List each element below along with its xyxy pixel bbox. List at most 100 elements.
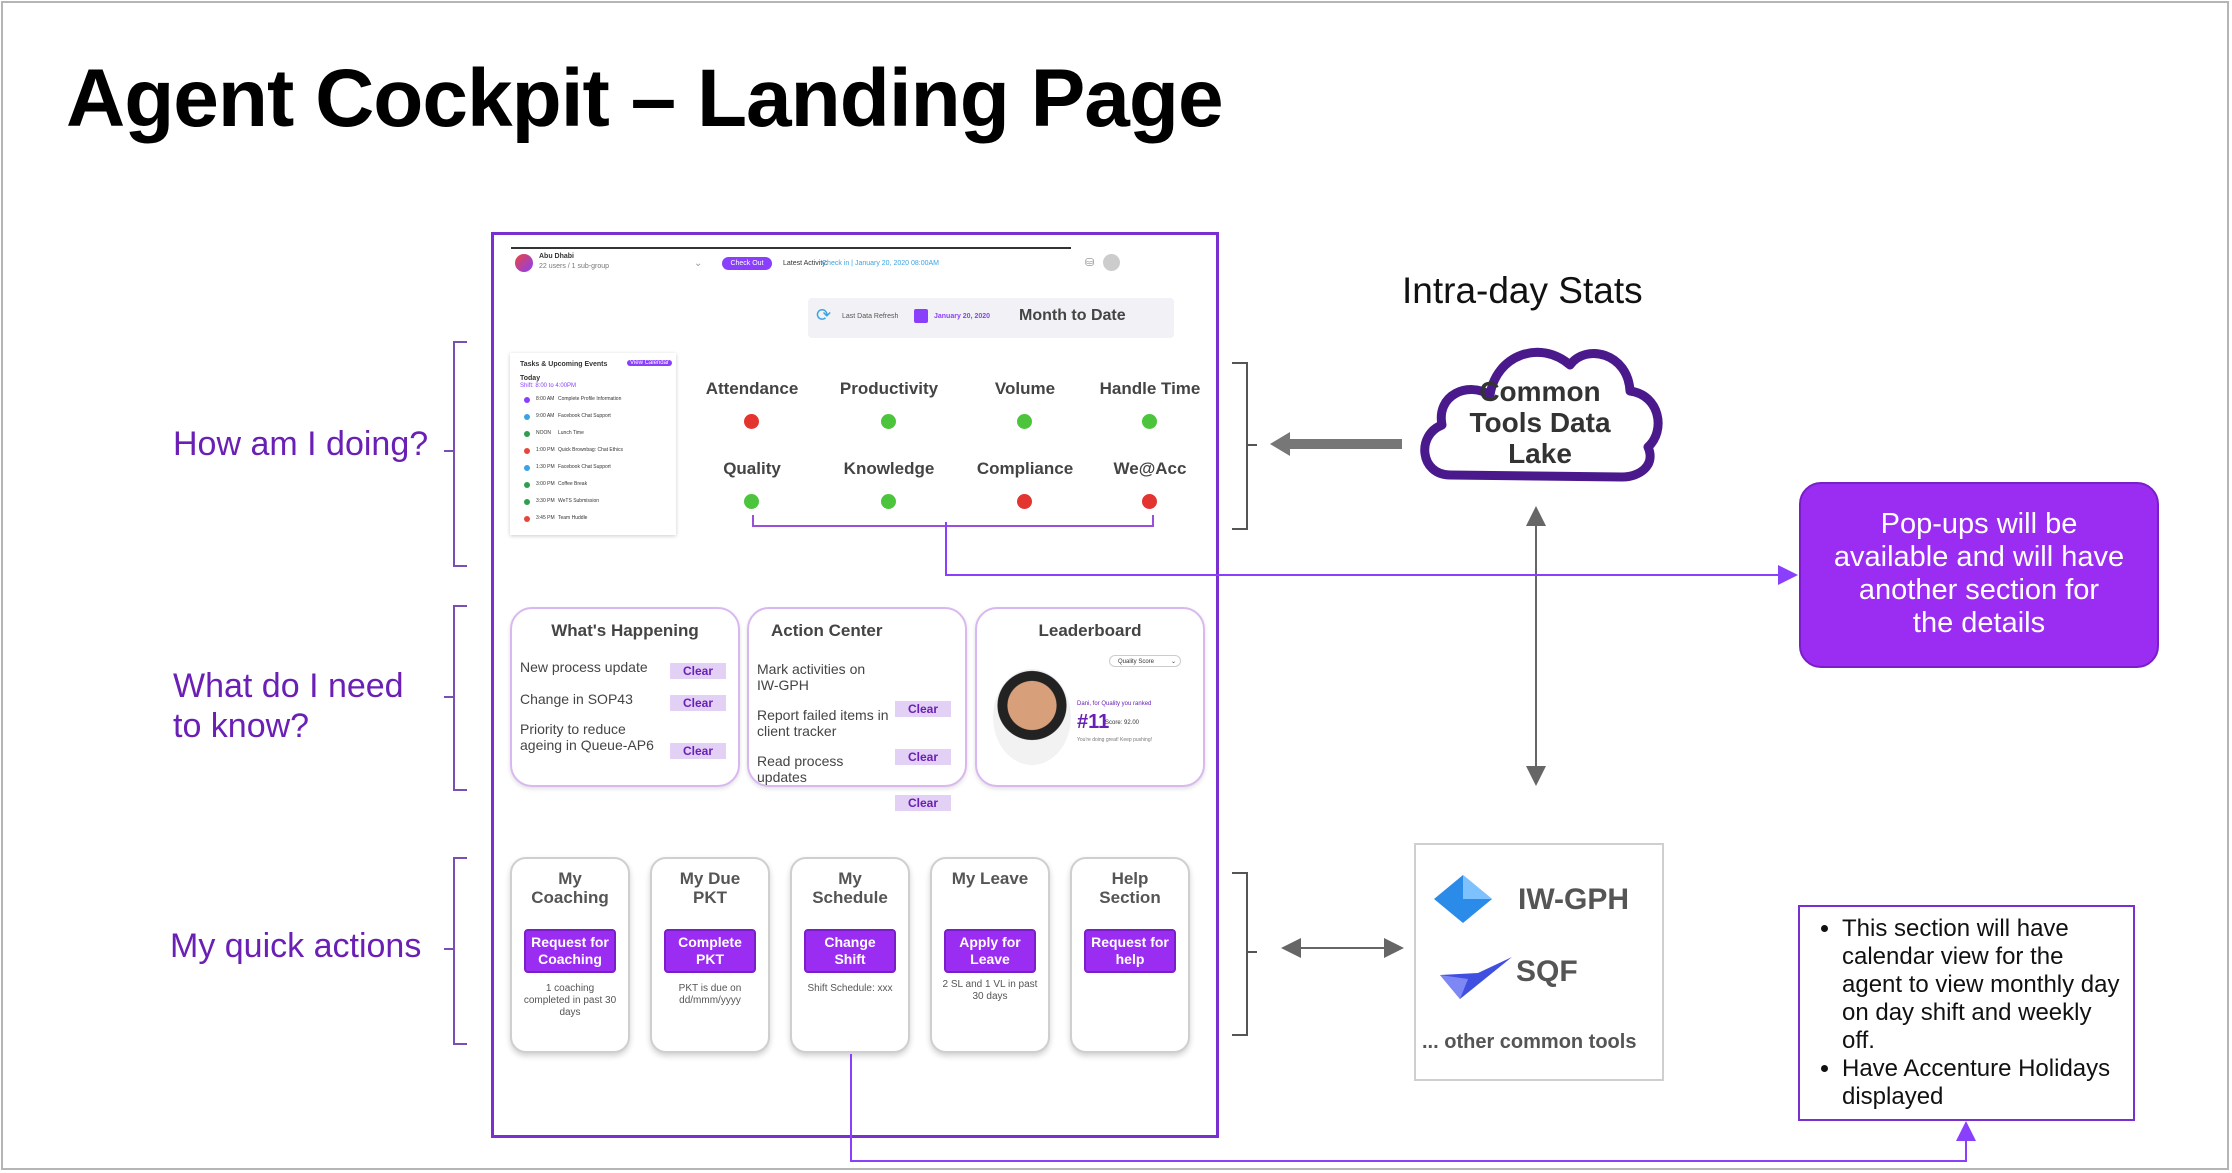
leaderboard-card: Leaderboard Quality Score⌄ Dani, for Qua… bbox=[975, 607, 1205, 787]
clear-button[interactable]: Clear bbox=[895, 795, 951, 811]
clear-button[interactable]: Clear bbox=[670, 663, 726, 679]
popup-line-4: the details bbox=[1912, 607, 2046, 639]
calendar-icon[interactable] bbox=[914, 309, 928, 323]
label-my-quick-actions: My quick actions bbox=[170, 927, 422, 965]
clear-button[interactable]: Clear bbox=[895, 701, 951, 717]
chevron-down-icon: ⌄ bbox=[1170, 659, 1176, 665]
metric-status-dot[interactable] bbox=[744, 414, 759, 429]
slide-title: Agent Cockpit – Landing Page bbox=[66, 53, 1224, 144]
cloud-line-1: Common bbox=[1479, 376, 1601, 407]
tasks-title: Tasks & Upcoming Events bbox=[520, 361, 608, 368]
clear-button[interactable]: Clear bbox=[670, 695, 726, 711]
metric-status-dot[interactable] bbox=[744, 494, 759, 509]
card-item-text: Mark activities on IW-GPH bbox=[757, 661, 866, 693]
metric-label[interactable]: We@Acc bbox=[1113, 459, 1187, 478]
quick-action-title: Help Section bbox=[1099, 869, 1161, 907]
quality-score-dropdown[interactable]: Quality Score⌄ bbox=[1109, 655, 1181, 667]
metric-status-dot[interactable] bbox=[1017, 414, 1032, 429]
cloud-line-2: Tools Data bbox=[1469, 407, 1611, 438]
notification-icon[interactable]: ⛁ bbox=[1085, 257, 1095, 269]
event-text: Facebook Chat Support bbox=[558, 413, 611, 419]
sqf-icon bbox=[1440, 957, 1512, 999]
popup-line-1: Pop-ups will be bbox=[1880, 508, 2078, 540]
card-item-text: Priority to reduce ageing in Queue-AP6 bbox=[520, 721, 654, 753]
quick-action-title: My Schedule bbox=[812, 869, 888, 907]
action-center-title: Action Center bbox=[771, 621, 883, 640]
metric-label[interactable]: Quality bbox=[723, 459, 781, 478]
quick-action-button[interactable]: Request for help bbox=[1084, 929, 1176, 973]
metric-label[interactable]: Compliance bbox=[976, 459, 1074, 478]
label-what-do-i-need-line1: What do I need bbox=[173, 667, 404, 705]
cloud-label: Common Tools Data Lake bbox=[1430, 376, 1650, 469]
check-out-button[interactable]: Check Out bbox=[722, 257, 772, 270]
iw-gph-icon bbox=[1434, 875, 1492, 923]
bracket-how-tick bbox=[444, 450, 454, 452]
bracket-quick bbox=[453, 857, 467, 1045]
metric-status-dot[interactable] bbox=[881, 414, 896, 429]
cloud-icon bbox=[1420, 347, 1663, 482]
event-text: Complete Profile Information bbox=[558, 396, 622, 402]
metric-label[interactable]: Volume bbox=[994, 379, 1056, 398]
card-item-text: Report failed items in client tracker bbox=[757, 707, 889, 739]
cloud-line-3: Lake bbox=[1508, 438, 1572, 469]
right-bracket-stats bbox=[1232, 362, 1248, 530]
event-text: Quick Brownbag: Chat Ethics bbox=[558, 447, 624, 453]
quick-action-button[interactable]: Request for Coaching bbox=[524, 929, 616, 973]
event-time: 3:45 PM bbox=[536, 515, 555, 521]
metric-label[interactable]: Attendance bbox=[705, 379, 799, 398]
event-time: 1:00 PM bbox=[536, 447, 555, 453]
quick-action-title: My Due PKT bbox=[679, 869, 741, 907]
tasks-shift: Shift: 8:00 to 4:00PM bbox=[520, 383, 577, 389]
metric-status-dot[interactable] bbox=[881, 494, 896, 509]
metric-status-dot[interactable] bbox=[1142, 414, 1157, 429]
event-text: Team Huddle bbox=[558, 515, 588, 521]
metric-status-dot[interactable] bbox=[1017, 494, 1032, 509]
other-tools-label: ... other common tools bbox=[1422, 1031, 1637, 1053]
quick-action-button[interactable]: Complete PKT bbox=[664, 929, 756, 973]
quick-action-button[interactable]: Change Shift bbox=[804, 929, 896, 973]
right-bracket-quick-tick bbox=[1247, 951, 1257, 953]
chevron-down-icon[interactable]: ⌄ bbox=[694, 258, 703, 269]
label-what-do-i-need-line2: to know? bbox=[173, 707, 310, 745]
metric-label[interactable]: Productivity bbox=[839, 379, 939, 398]
tasks-today: Today bbox=[520, 375, 541, 382]
event-text: Facebook Chat Support bbox=[558, 464, 611, 470]
metric-label[interactable]: Handle Time bbox=[1099, 379, 1201, 398]
clear-button[interactable]: Clear bbox=[895, 749, 951, 765]
tasks-panel: Tasks & Upcoming Events View Calendar To… bbox=[510, 353, 676, 535]
refresh-icon[interactable]: ⟳ bbox=[816, 305, 832, 325]
quick-action-footnote: 2 SL and 1 VL in past 30 days bbox=[942, 979, 1038, 1002]
clear-button[interactable]: Clear bbox=[670, 743, 726, 759]
right-bracket-stats-tick bbox=[1247, 444, 1257, 446]
note-item-2: Have Accenture Holidays displayed bbox=[1842, 1055, 2123, 1111]
header-group-info: 22 users / 1 sub-group bbox=[539, 263, 610, 270]
bracket-what-tick bbox=[444, 696, 454, 698]
card-item-text: Change in SOP43 bbox=[520, 691, 633, 707]
bracket-what bbox=[453, 605, 467, 791]
event-dot bbox=[524, 414, 530, 420]
label-how-am-i-doing: How am I doing? bbox=[173, 425, 429, 463]
quick-action-button[interactable]: Apply for Leave bbox=[944, 929, 1036, 973]
view-calendar-button[interactable]: View Calendar bbox=[627, 360, 672, 366]
period-selector[interactable]: Month to Date bbox=[1019, 307, 1126, 324]
refresh-label: Last Data Refresh bbox=[842, 313, 899, 320]
event-time: 3:00 PM bbox=[536, 481, 555, 487]
bracket-quick-tick bbox=[444, 948, 454, 950]
metric-status-dot[interactable] bbox=[1142, 494, 1157, 509]
event-time: 9:00 AM bbox=[536, 413, 555, 419]
avatar[interactable] bbox=[1103, 254, 1120, 271]
event-dot bbox=[524, 482, 530, 488]
event-dot bbox=[524, 448, 530, 454]
metric-label[interactable]: Knowledge bbox=[843, 459, 935, 478]
header-location[interactable]: Abu Dhabi bbox=[539, 253, 574, 260]
